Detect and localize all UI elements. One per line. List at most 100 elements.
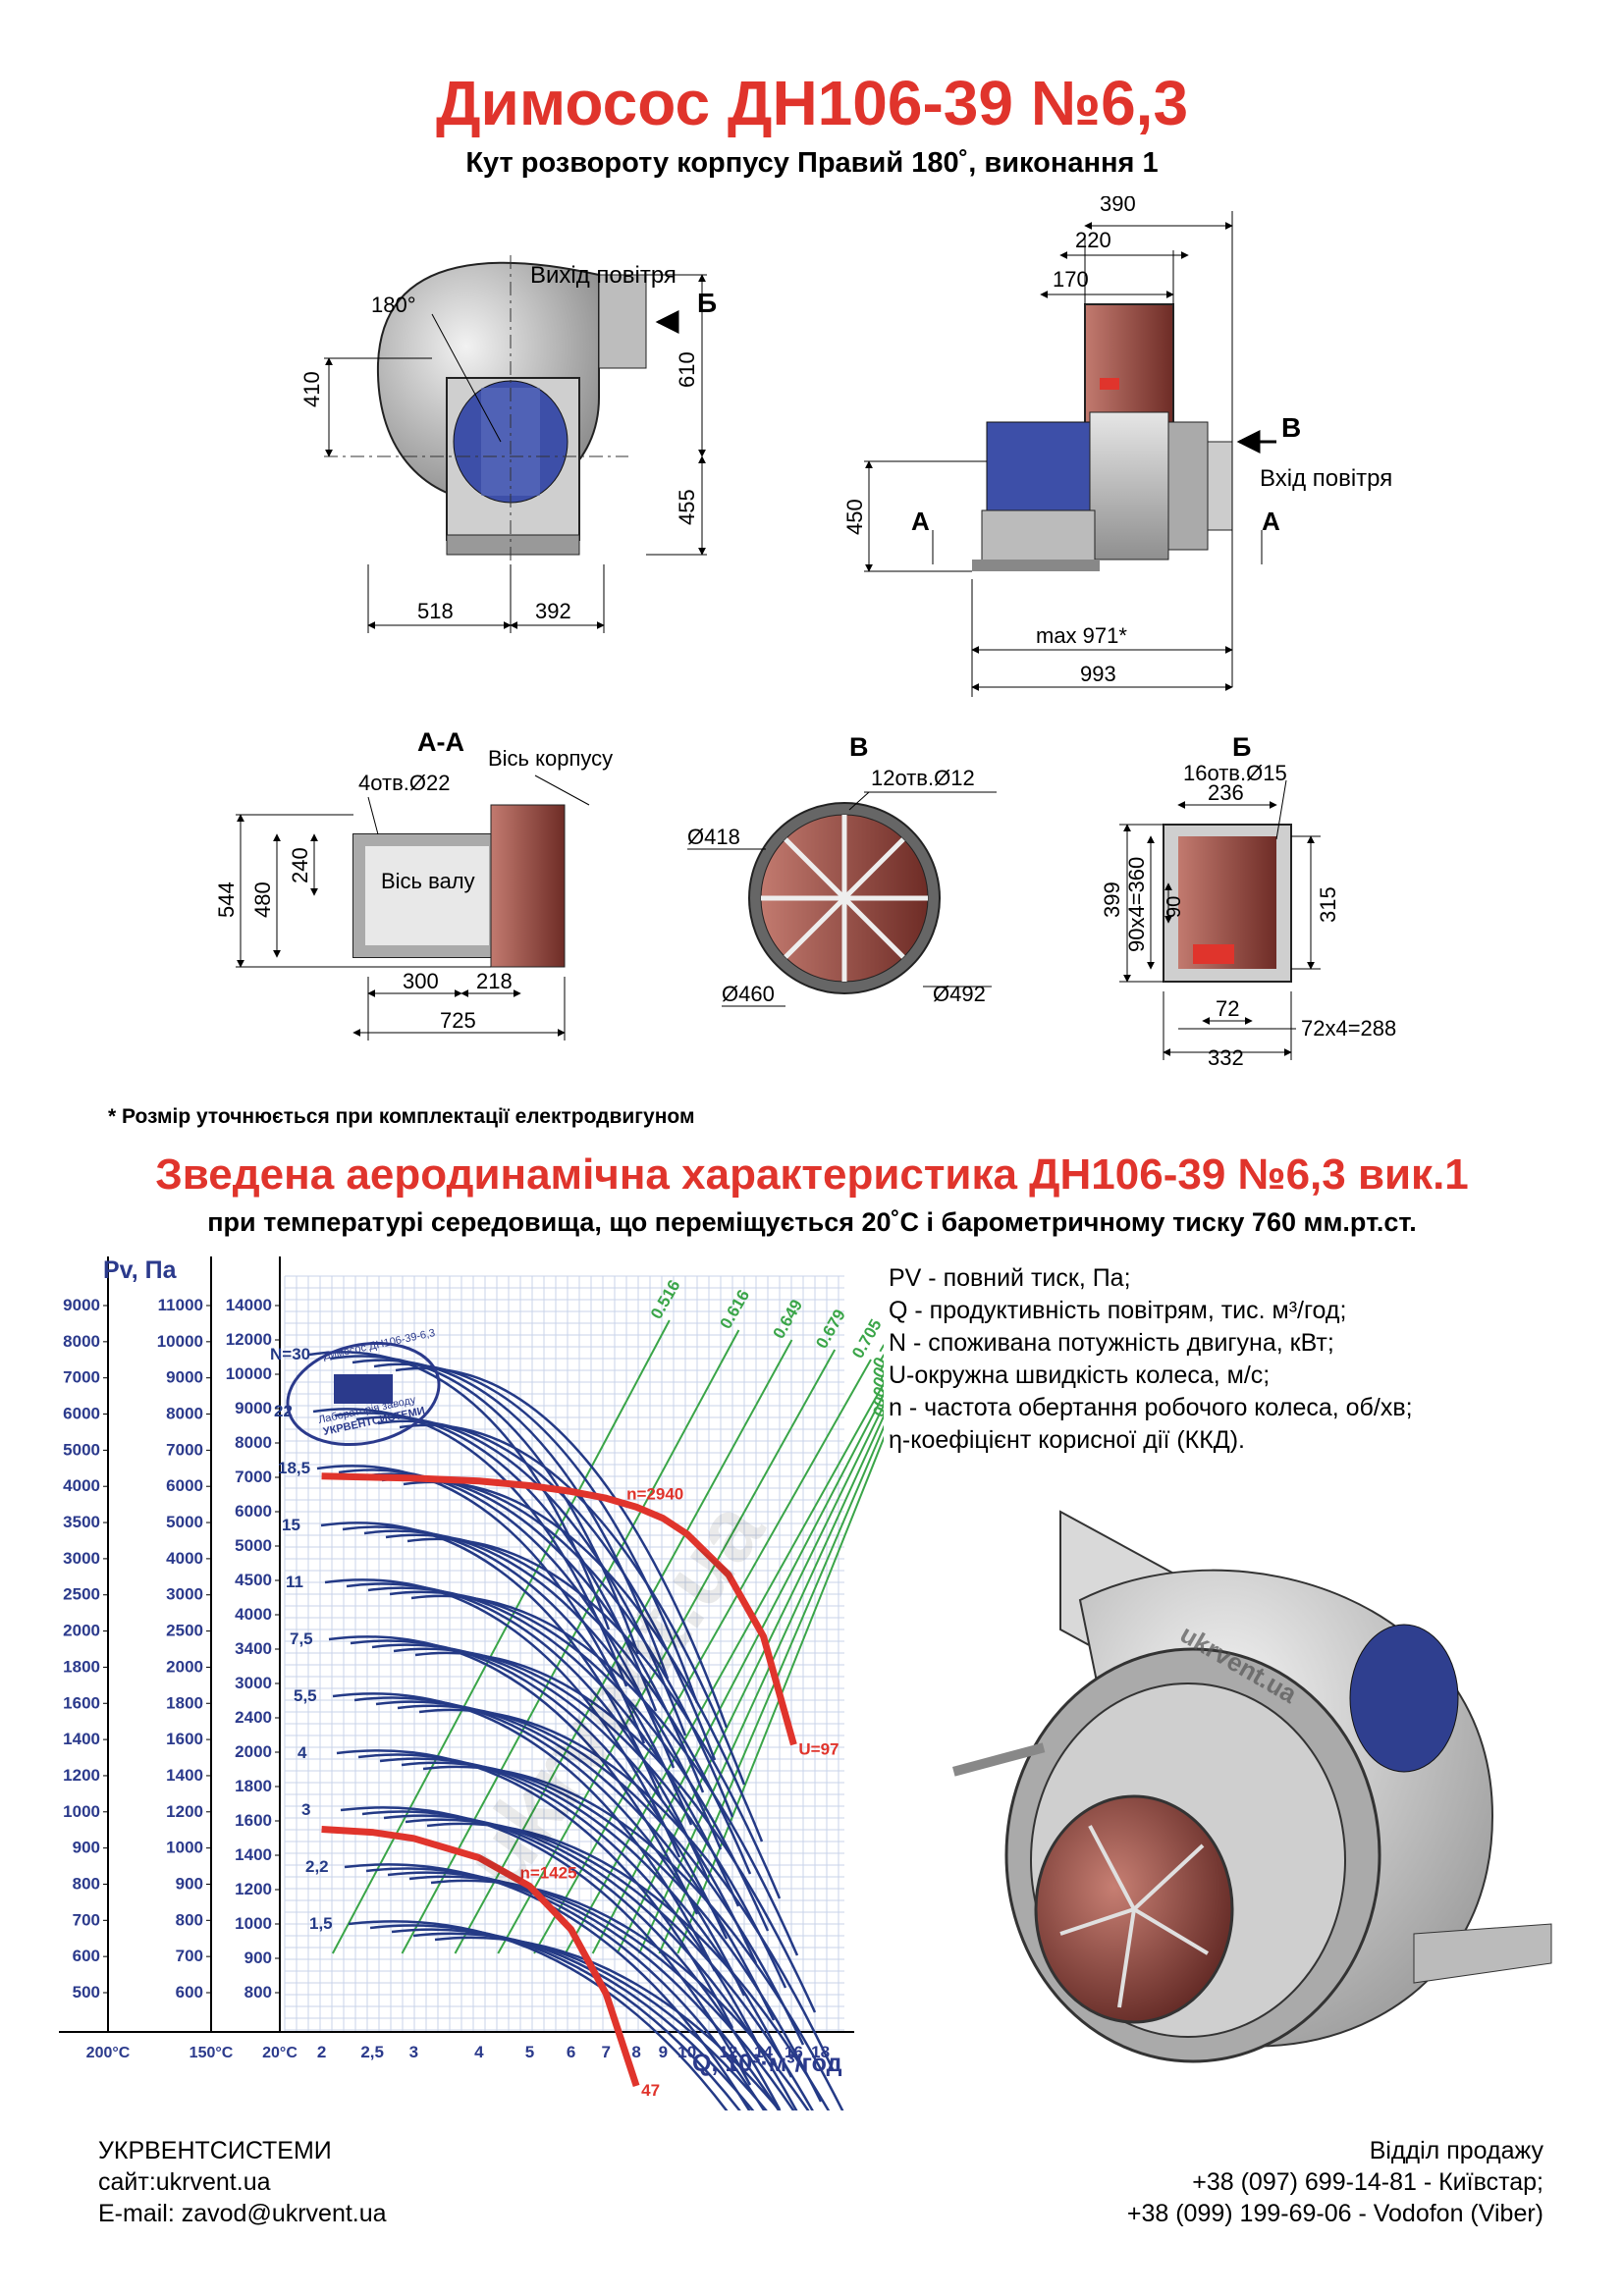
y-tick: 5000 xyxy=(235,1536,272,1555)
speed-curve xyxy=(321,1472,797,1746)
power-curve xyxy=(363,1529,723,1850)
dim-410: 410 xyxy=(299,371,324,407)
dim-610: 610 xyxy=(675,351,699,388)
mark-a2: А xyxy=(1262,507,1280,536)
y-tick: 3500 xyxy=(63,1513,100,1531)
power-curve xyxy=(410,1594,799,1956)
y-tick: 4500 xyxy=(235,1571,272,1589)
y-tick: 3000 xyxy=(63,1549,100,1568)
speed-label: n=1425 xyxy=(519,1863,576,1882)
section-b-title: Б xyxy=(1232,732,1251,762)
footnote: * Розмір уточнюється при комплектації ел… xyxy=(108,1105,695,1128)
power-curve xyxy=(408,1875,795,2110)
power-curve xyxy=(397,1704,805,2046)
legend-u: U-окружна швидкість колеса, м/с; xyxy=(889,1362,1271,1389)
email-link[interactable]: E-mail: zavod@ukrvent.ua xyxy=(98,2200,387,2227)
x-tick: 7 xyxy=(602,2043,611,2061)
v-d460: Ø460 xyxy=(722,982,775,1006)
aero-title: Зведена аеродинамічна характеристика ДН1… xyxy=(155,1150,1469,1199)
b-dim-90: 90 xyxy=(1164,896,1185,918)
power-label: 4 xyxy=(298,1743,307,1762)
v-d418: Ø418 xyxy=(687,825,740,849)
footer-contacts: УКРВЕНТСИСТЕМИ сайт:ukrvent.ua E-mail: z… xyxy=(98,2135,387,2229)
x-tick: 9 xyxy=(659,2043,668,2061)
y-tick: 700 xyxy=(73,1910,100,1929)
y-tick: 4000 xyxy=(235,1605,272,1624)
aa-dim-300: 300 xyxy=(403,969,439,993)
y-tick: 3000 xyxy=(166,1585,203,1604)
product-illustration: ukrvent.ua xyxy=(951,1510,1552,2063)
front-view: 180° Вихід повітря Б 410 610 455 518 392 xyxy=(299,255,717,633)
side-view: 390 220 170 450 max 971* 993 В Вхід пові… xyxy=(842,196,1392,697)
y-tick: 900 xyxy=(176,1874,203,1893)
legend-n-rpm: n - частота обертання робочого колеса, о… xyxy=(889,1394,1413,1421)
y-tick: 3000 xyxy=(235,1674,272,1692)
section-aa-title: А-А xyxy=(417,727,464,757)
power-curve xyxy=(401,1761,823,2103)
phone-vodafone[interactable]: +38 (099) 199-69-06 - Vodofon (Viber) xyxy=(1126,2200,1543,2227)
y-tick: 2000 xyxy=(63,1622,100,1640)
power-label: 2,2 xyxy=(305,1857,329,1876)
speed-curves xyxy=(321,1472,797,2088)
y-tick: 500 xyxy=(73,1983,100,2002)
power-label: N=30 xyxy=(270,1345,310,1363)
power-curve xyxy=(405,1818,814,2110)
section-mark-b: Б xyxy=(697,288,717,318)
company-name: УКРВЕНТСИСТЕМИ xyxy=(98,2137,332,2164)
y-tick: 1200 xyxy=(63,1766,100,1785)
dim-170: 170 xyxy=(1053,267,1089,292)
site-link[interactable]: сайт:ukrvent.ua xyxy=(98,2168,271,2196)
y-tick: 1800 xyxy=(235,1777,272,1795)
y-tick: 10000 xyxy=(157,1332,203,1351)
y-tick: 5000 xyxy=(63,1440,100,1459)
b-dim-90x4: 90x4=360 xyxy=(1124,857,1149,952)
power-curve xyxy=(395,1366,729,1729)
x-axis-label: Q, 10³·м³/год xyxy=(692,2050,842,2077)
y-tick: 8000 xyxy=(166,1405,203,1423)
power-curve xyxy=(328,1635,699,1915)
y-tick: 2400 xyxy=(235,1708,272,1727)
power-curve xyxy=(389,1590,770,1932)
power-curve xyxy=(342,1525,693,1826)
y-tick: 14000 xyxy=(226,1296,272,1314)
y-tick: 900 xyxy=(73,1839,100,1857)
x-tick: 2 xyxy=(317,2043,326,2061)
annotation-47: 47 xyxy=(641,2081,660,2100)
legend-q: Q - продуктивність повітрям, тис. м³/год… xyxy=(889,1297,1347,1324)
b-dim-399: 399 xyxy=(1100,881,1124,918)
power-curve xyxy=(422,1765,844,2110)
y-tick: 1200 xyxy=(235,1880,272,1898)
y-tick: 9000 xyxy=(63,1296,100,1314)
y-tick: 4000 xyxy=(63,1476,100,1495)
y-tick: 800 xyxy=(244,1983,272,2002)
power-curve xyxy=(352,1359,670,1680)
efficiency-line xyxy=(677,1435,884,1954)
power-curve xyxy=(379,1757,793,2078)
power-label: 11 xyxy=(286,1573,303,1591)
y-tick: 4000 xyxy=(166,1549,203,1568)
y-tick: 8000 xyxy=(63,1332,100,1351)
legend-eta: η-коефіцієнт корисної дії (ККД). xyxy=(889,1426,1245,1454)
efficiency-line xyxy=(591,1392,884,1954)
y-tick: 600 xyxy=(73,1947,100,1965)
section-v: В 12отв.Ø12 Ø418 Ø460 Ø492 xyxy=(687,732,997,1007)
x-tick: 10 xyxy=(677,2043,696,2061)
power-curve xyxy=(393,1647,787,1989)
y-tick: 1400 xyxy=(235,1845,272,1864)
aa-holes: 4отв.Ø22 xyxy=(358,771,450,795)
power-curve xyxy=(340,1806,752,2086)
technical-drawings: 180° Вихід повітря Б 410 610 455 518 392… xyxy=(214,196,1396,1070)
x-tick: 2,5 xyxy=(360,2043,384,2061)
page-title: Димосос ДН106-39 №6,3 xyxy=(435,68,1189,138)
y-tick: 1800 xyxy=(63,1657,100,1676)
power-label: 15 xyxy=(282,1516,300,1534)
power-label: 7,5 xyxy=(290,1629,313,1648)
b-dim-315: 315 xyxy=(1316,886,1340,923)
phone-kyivstar[interactable]: +38 (097) 699-14-81 - Київстар; xyxy=(1192,2168,1543,2196)
y-tick: 6000 xyxy=(235,1502,272,1521)
y-tick: 5000 xyxy=(166,1513,203,1531)
dim-390: 390 xyxy=(1100,196,1136,216)
dim-518: 518 xyxy=(417,599,454,623)
x-tick: 4 xyxy=(474,2043,484,2061)
x-temp-label: 200°C xyxy=(86,2045,131,2061)
